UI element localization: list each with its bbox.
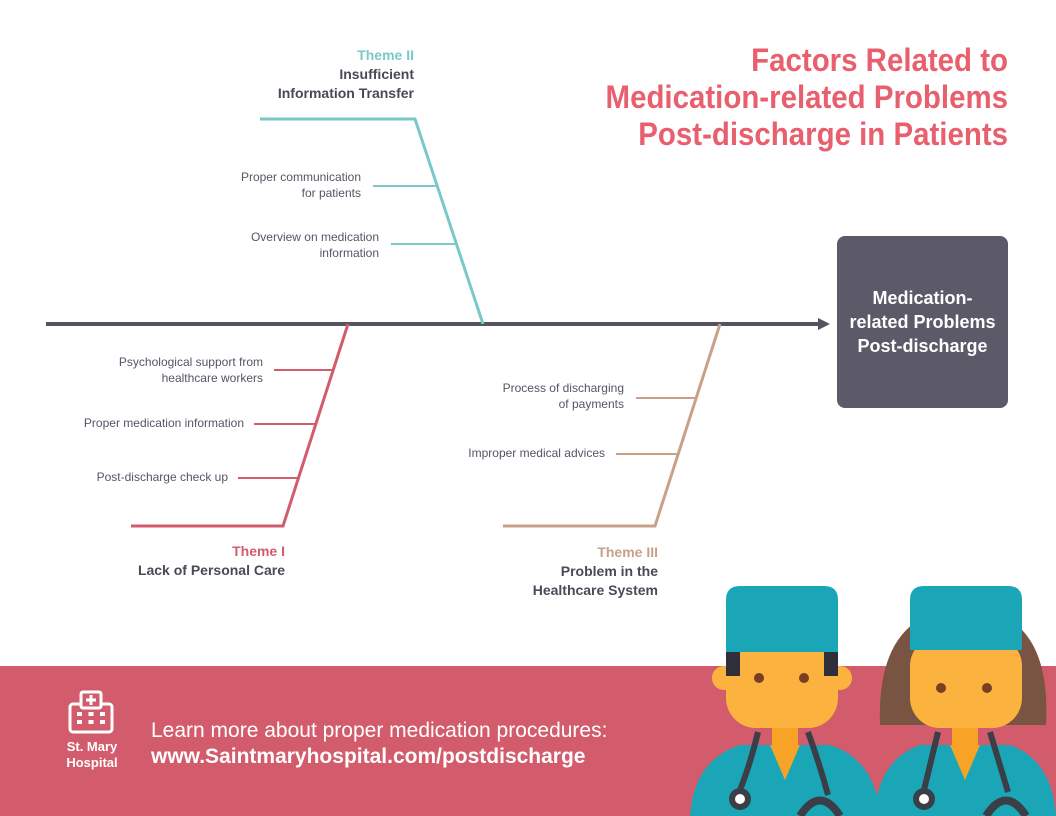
theme3-label: Theme III (597, 544, 658, 560)
hospital-building-icon (68, 690, 114, 734)
hospital-name: St. Mary Hospital (66, 739, 118, 770)
theme2-label: Theme II (357, 47, 414, 63)
theme1-cause-3: Post-discharge check up (96, 470, 228, 484)
female-doctor-icon (874, 586, 1056, 816)
page-title: Factors Related to Medication-related Pr… (576, 42, 1008, 153)
effect-line-2: related Problems (849, 312, 996, 332)
theme1-name-line-1: Lack of Personal Care (137, 562, 285, 578)
theme2-name-line-1: Insufficient (339, 66, 414, 82)
spine-arrowhead (818, 318, 830, 330)
theme3-bone (503, 323, 722, 528)
effect-line-1: Medication- (872, 288, 973, 308)
doctors-illustration (690, 586, 1056, 816)
theme1-cause-2: Proper medication information (83, 416, 244, 430)
theme3-cause-2: Improper medical advices (468, 446, 605, 460)
title-line-2: Medication-related Problems (605, 79, 1008, 115)
title-line-1: Factors Related to (751, 42, 1008, 78)
theme3-cause-1: Process of discharging of payments (502, 381, 624, 411)
theme1-cause-1: Psychological support from healthcare wo… (118, 355, 263, 385)
effect-line-3: Post-discharge (857, 336, 988, 356)
theme3-name-line-1: Problem in the (560, 563, 658, 579)
theme2-name-line-2: Information Transfer (277, 85, 414, 101)
theme3-name-line-2: Healthcare System (532, 582, 658, 598)
theme2-cause-2: Overview on medication information (250, 230, 379, 260)
theme2-cause-1: Proper communication for patients (240, 170, 361, 200)
theme1-bone (131, 323, 350, 528)
footer-url-link[interactable]: www.Saintmaryhospital.com/postdischarge (151, 745, 586, 768)
effect-box: Medication- related Problems Post-discha… (837, 236, 1008, 408)
male-doctor-icon (690, 586, 880, 816)
theme2-bone (260, 117, 485, 325)
theme1-label: Theme I (232, 543, 285, 559)
footer-cta-text: Learn more about proper medication proce… (151, 719, 608, 742)
title-line-3: Post-discharge in Patients (638, 116, 1008, 152)
